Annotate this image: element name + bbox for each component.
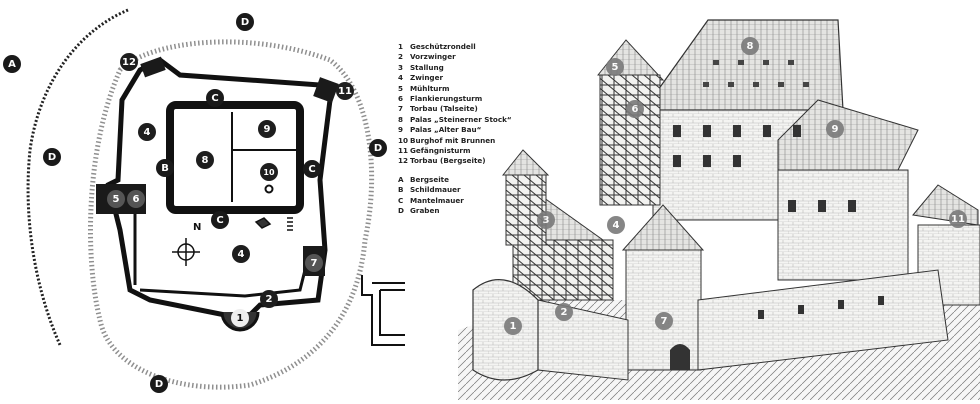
outer-curtain-wall-front <box>697 269 949 371</box>
marker-2: 2 <box>260 290 278 308</box>
tower-5 <box>599 74 661 206</box>
marker-8: 8 <box>196 151 214 169</box>
compass-rose-icon <box>172 238 200 266</box>
profile-section <box>361 275 405 346</box>
palas-8-roof <box>657 19 844 111</box>
castle-ground-plan: A D D D D C C C B 12 11 4 8 9 10 5 6 4 7… <box>0 0 420 400</box>
ground-plan-drawing <box>26 8 405 390</box>
stair-marks <box>254 217 293 231</box>
marker-2: 2 <box>555 303 573 321</box>
marker-9: 9 <box>258 120 276 138</box>
zone-label-d: D <box>369 139 387 157</box>
zone-label-d: D <box>236 13 254 31</box>
zone-label-c: C <box>303 160 321 178</box>
marker-5: 5 <box>606 58 624 76</box>
marker-10: 10 <box>260 163 278 181</box>
marker-3: 3 <box>537 211 555 229</box>
marker-6: 6 <box>626 100 644 118</box>
castle-3d-illustration: 8 5 6 9 3 4 11 1 2 7 <box>458 0 980 400</box>
ridge-hatching <box>26 8 129 346</box>
compass-north-label: N <box>193 222 202 233</box>
zone-label-c: C <box>211 211 229 229</box>
dormers <box>703 60 809 87</box>
stable-3 <box>512 239 614 301</box>
zone-label-d: D <box>43 148 61 166</box>
zone-label-d: D <box>150 375 168 393</box>
marker-4: 4 <box>607 216 625 234</box>
ditch-hatching <box>87 39 375 390</box>
marker-8: 8 <box>741 37 759 55</box>
marker-9: 9 <box>826 120 844 138</box>
windows <box>673 125 884 319</box>
marker-4: 4 <box>138 123 156 141</box>
marker-11: 11 <box>949 210 967 228</box>
marker-7: 7 <box>655 312 673 330</box>
marker-12: 12 <box>120 53 138 71</box>
marker-7: 7 <box>305 254 323 272</box>
zone-label-b: B <box>156 159 174 177</box>
marker-11: 11 <box>336 82 354 100</box>
castle-sketch <box>458 19 980 400</box>
prison-tower-11 <box>313 77 339 103</box>
palas-9 <box>777 169 909 281</box>
marker-4: 4 <box>232 245 250 263</box>
mantelmauer <box>166 101 304 214</box>
well-icon <box>264 184 274 194</box>
marker-1: 1 <box>504 317 522 335</box>
zone-label-a: A <box>3 55 21 73</box>
marker-6: 6 <box>127 190 145 208</box>
marker-1: 1 <box>231 309 249 327</box>
zone-label-c: C <box>206 89 224 107</box>
marker-5: 5 <box>107 190 125 208</box>
gate-tower-12 <box>140 56 166 78</box>
